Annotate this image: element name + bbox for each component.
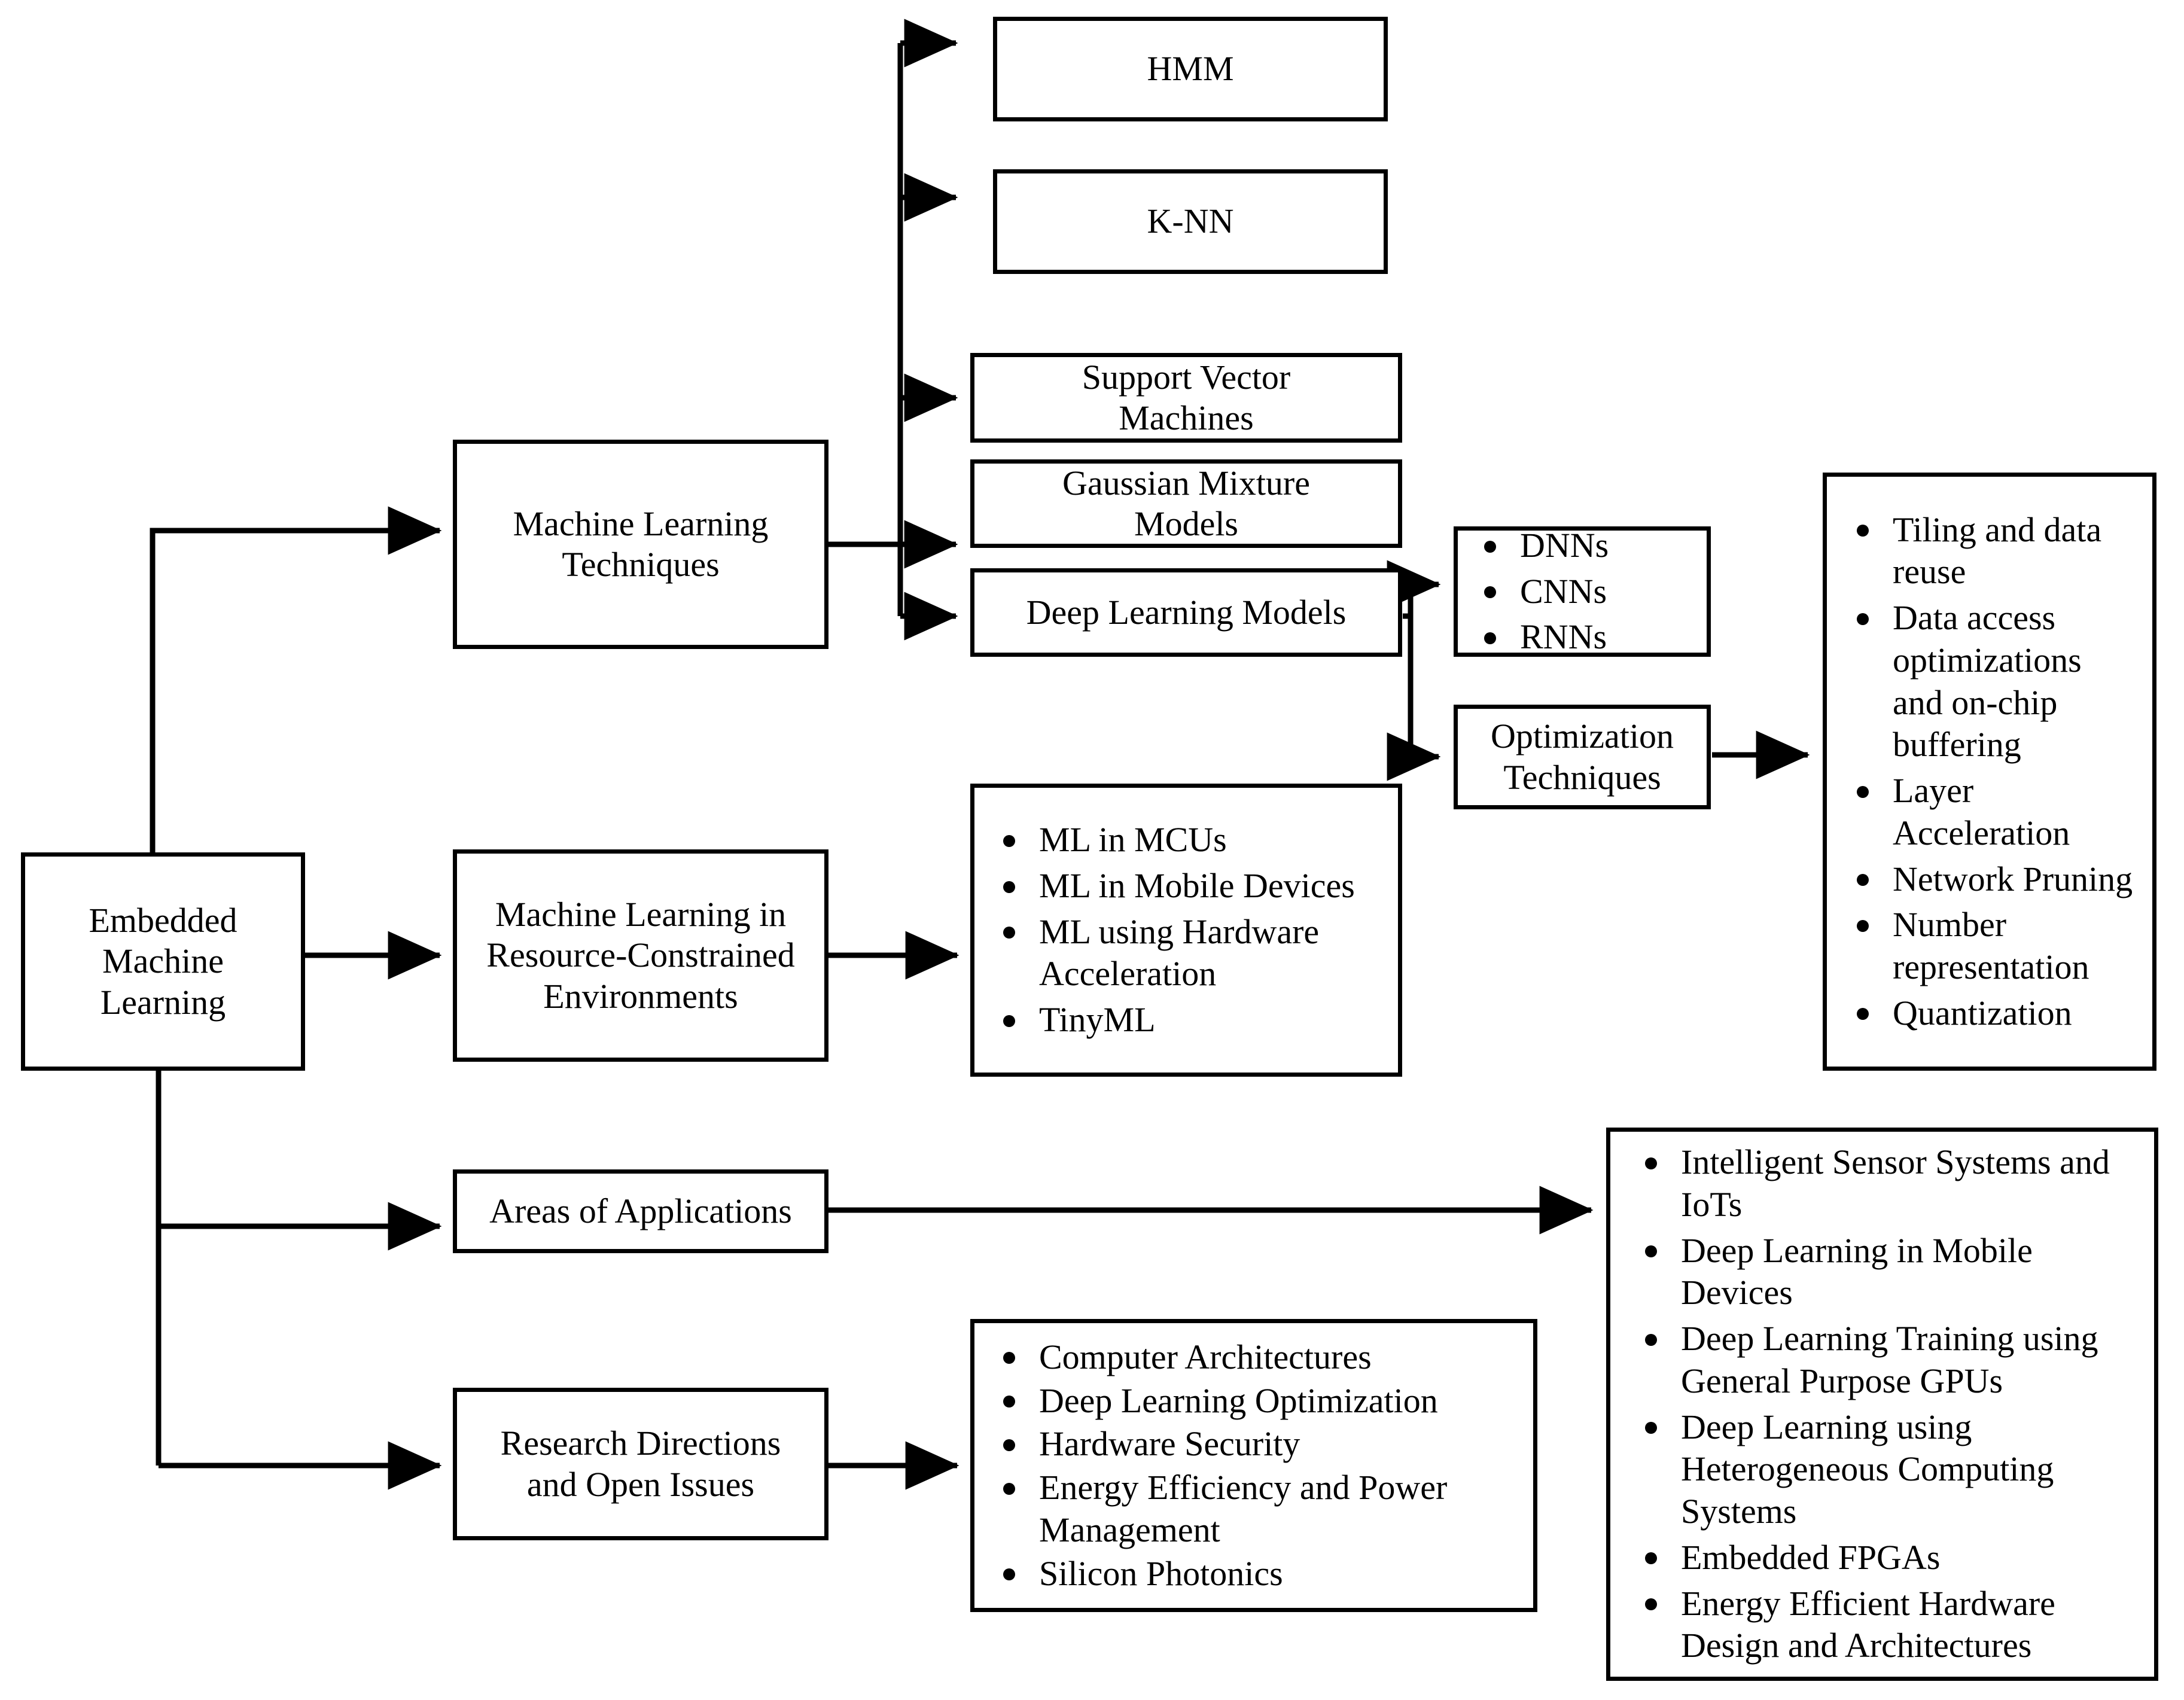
list-item: Energy Efficiency and Power Management	[1003, 1467, 1518, 1552]
list-item: Tiling and data reuse	[1857, 509, 2137, 594]
list-item: Layer Acceleration	[1857, 770, 2137, 855]
bullet-icon	[1645, 1333, 1657, 1346]
bullet-icon	[1003, 834, 1015, 847]
list-item: Computer Architectures	[1003, 1336, 1518, 1379]
node-label: Machine Learning in Resource-Constrained…	[486, 894, 795, 1016]
node-research-details[interactable]: Computer Architectures Deep Learning Opt…	[970, 1319, 1537, 1612]
node-label: Research Directions and Open Issues	[500, 1424, 781, 1504]
node-label: Embedded Machine Learning	[89, 900, 237, 1022]
bullet-icon	[1003, 1482, 1015, 1495]
node-ml-resource-constrained[interactable]: Machine Learning in Resource-Constrained…	[453, 849, 828, 1062]
bullet-icon	[1857, 785, 1869, 798]
bullet-icon	[1003, 1014, 1015, 1027]
node-label: Gaussian Mixture Models	[1062, 463, 1310, 543]
bullet-icon	[1857, 1008, 1869, 1020]
dl-models-list: DNNs CNNs RNNs	[1458, 525, 1707, 659]
node-ml-constrained-details[interactable]: ML in MCUs ML in Mobile Devices ML using…	[970, 784, 1402, 1077]
list-item: ML in MCUs	[1003, 819, 1382, 861]
bullet-icon	[1003, 1352, 1015, 1364]
ml-constrained-list: ML in MCUs ML in Mobile Devices ML using…	[974, 819, 1398, 1041]
node-label: Deep Learning Models	[1026, 592, 1347, 632]
bullet-icon	[1645, 1552, 1657, 1565]
node-label: HMM	[1147, 49, 1234, 89]
node-research-directions[interactable]: Research Directions and Open Issues	[453, 1388, 828, 1540]
node-label: Areas of Applications	[489, 1191, 792, 1230]
research-list: Computer Architectures Deep Learning Opt…	[974, 1336, 1533, 1595]
list-item: Data access optimizations and on-chip bu…	[1857, 597, 2137, 766]
bullet-icon	[1857, 919, 1869, 932]
list-item: Deep Learning in Mobile Devices	[1645, 1230, 2139, 1315]
list-item: Quantization	[1857, 992, 2137, 1035]
bullet-icon	[1645, 1245, 1657, 1258]
node-label: Machine Learning Techniques	[513, 504, 769, 584]
bullet-icon	[1484, 632, 1496, 645]
node-machine-learning-techniques[interactable]: Machine Learning Techniques	[453, 440, 828, 649]
node-support-vector-machines[interactable]: Support Vector Machines	[970, 353, 1402, 443]
list-item: TinyML	[1003, 999, 1382, 1041]
list-item: Embedded FPGAs	[1645, 1537, 2139, 1579]
node-knn[interactable]: K-NN	[993, 169, 1388, 274]
bullet-icon	[1003, 881, 1015, 893]
list-item: Intelligent Sensor Systems and IoTs	[1645, 1141, 2139, 1226]
node-label: K-NN	[1147, 202, 1234, 241]
node-gaussian-mixture-models[interactable]: Gaussian Mixture Models	[970, 459, 1402, 548]
bullet-icon	[1857, 525, 1869, 537]
node-label: Optimization Techniques	[1490, 717, 1674, 797]
list-item: RNNs	[1484, 616, 1691, 659]
list-item: Number representation	[1857, 904, 2137, 989]
bullet-icon	[1645, 1157, 1657, 1169]
list-item: ML using Hardware Acceleration	[1003, 911, 1382, 996]
bullet-icon	[1857, 613, 1869, 625]
bullet-icon	[1003, 1439, 1015, 1451]
node-optimization-details[interactable]: Tiling and data reuse Data access optimi…	[1823, 473, 2156, 1071]
bullet-icon	[1003, 1396, 1015, 1408]
node-deep-learning-model-types[interactable]: DNNs CNNs RNNs	[1454, 526, 1711, 657]
node-applications-details[interactable]: Intelligent Sensor Systems and IoTs Deep…	[1606, 1128, 2158, 1681]
list-item: CNNs	[1484, 571, 1691, 613]
list-item: Deep Learning Optimization	[1003, 1380, 1518, 1422]
edge-root-to-ml-techniques	[150, 506, 442, 852]
list-item: Energy Efficient Hardware Design and Arc…	[1645, 1583, 2139, 1668]
node-hmm[interactable]: HMM	[993, 17, 1388, 121]
list-item: Hardware Security	[1003, 1423, 1518, 1466]
bullet-icon	[1003, 927, 1015, 939]
list-item: DNNs	[1484, 525, 1691, 567]
node-embedded-machine-learning[interactable]: Embedded Machine Learning	[21, 852, 305, 1071]
bullet-icon	[1857, 874, 1869, 886]
list-item: ML in Mobile Devices	[1003, 865, 1382, 907]
list-item: Silicon Photonics	[1003, 1553, 1518, 1595]
list-item: Deep Learning Training using General Pur…	[1645, 1318, 2139, 1403]
node-areas-of-applications[interactable]: Areas of Applications	[453, 1169, 828, 1253]
bullet-icon	[1003, 1568, 1015, 1581]
list-item: Deep Learning using Heterogeneous Comput…	[1645, 1406, 2139, 1533]
bullet-icon	[1484, 540, 1496, 553]
bullet-icon	[1645, 1422, 1657, 1434]
node-optimization-techniques[interactable]: Optimization Techniques	[1454, 705, 1711, 809]
optimization-list: Tiling and data reuse Data access optimi…	[1827, 509, 2152, 1035]
node-deep-learning-models[interactable]: Deep Learning Models	[970, 568, 1402, 657]
node-label: Support Vector Machines	[1082, 357, 1291, 437]
bullet-icon	[1645, 1598, 1657, 1611]
applications-list: Intelligent Sensor Systems and IoTs Deep…	[1610, 1141, 2154, 1667]
bullet-icon	[1484, 586, 1496, 599]
list-item: Network Pruning	[1857, 858, 2137, 901]
